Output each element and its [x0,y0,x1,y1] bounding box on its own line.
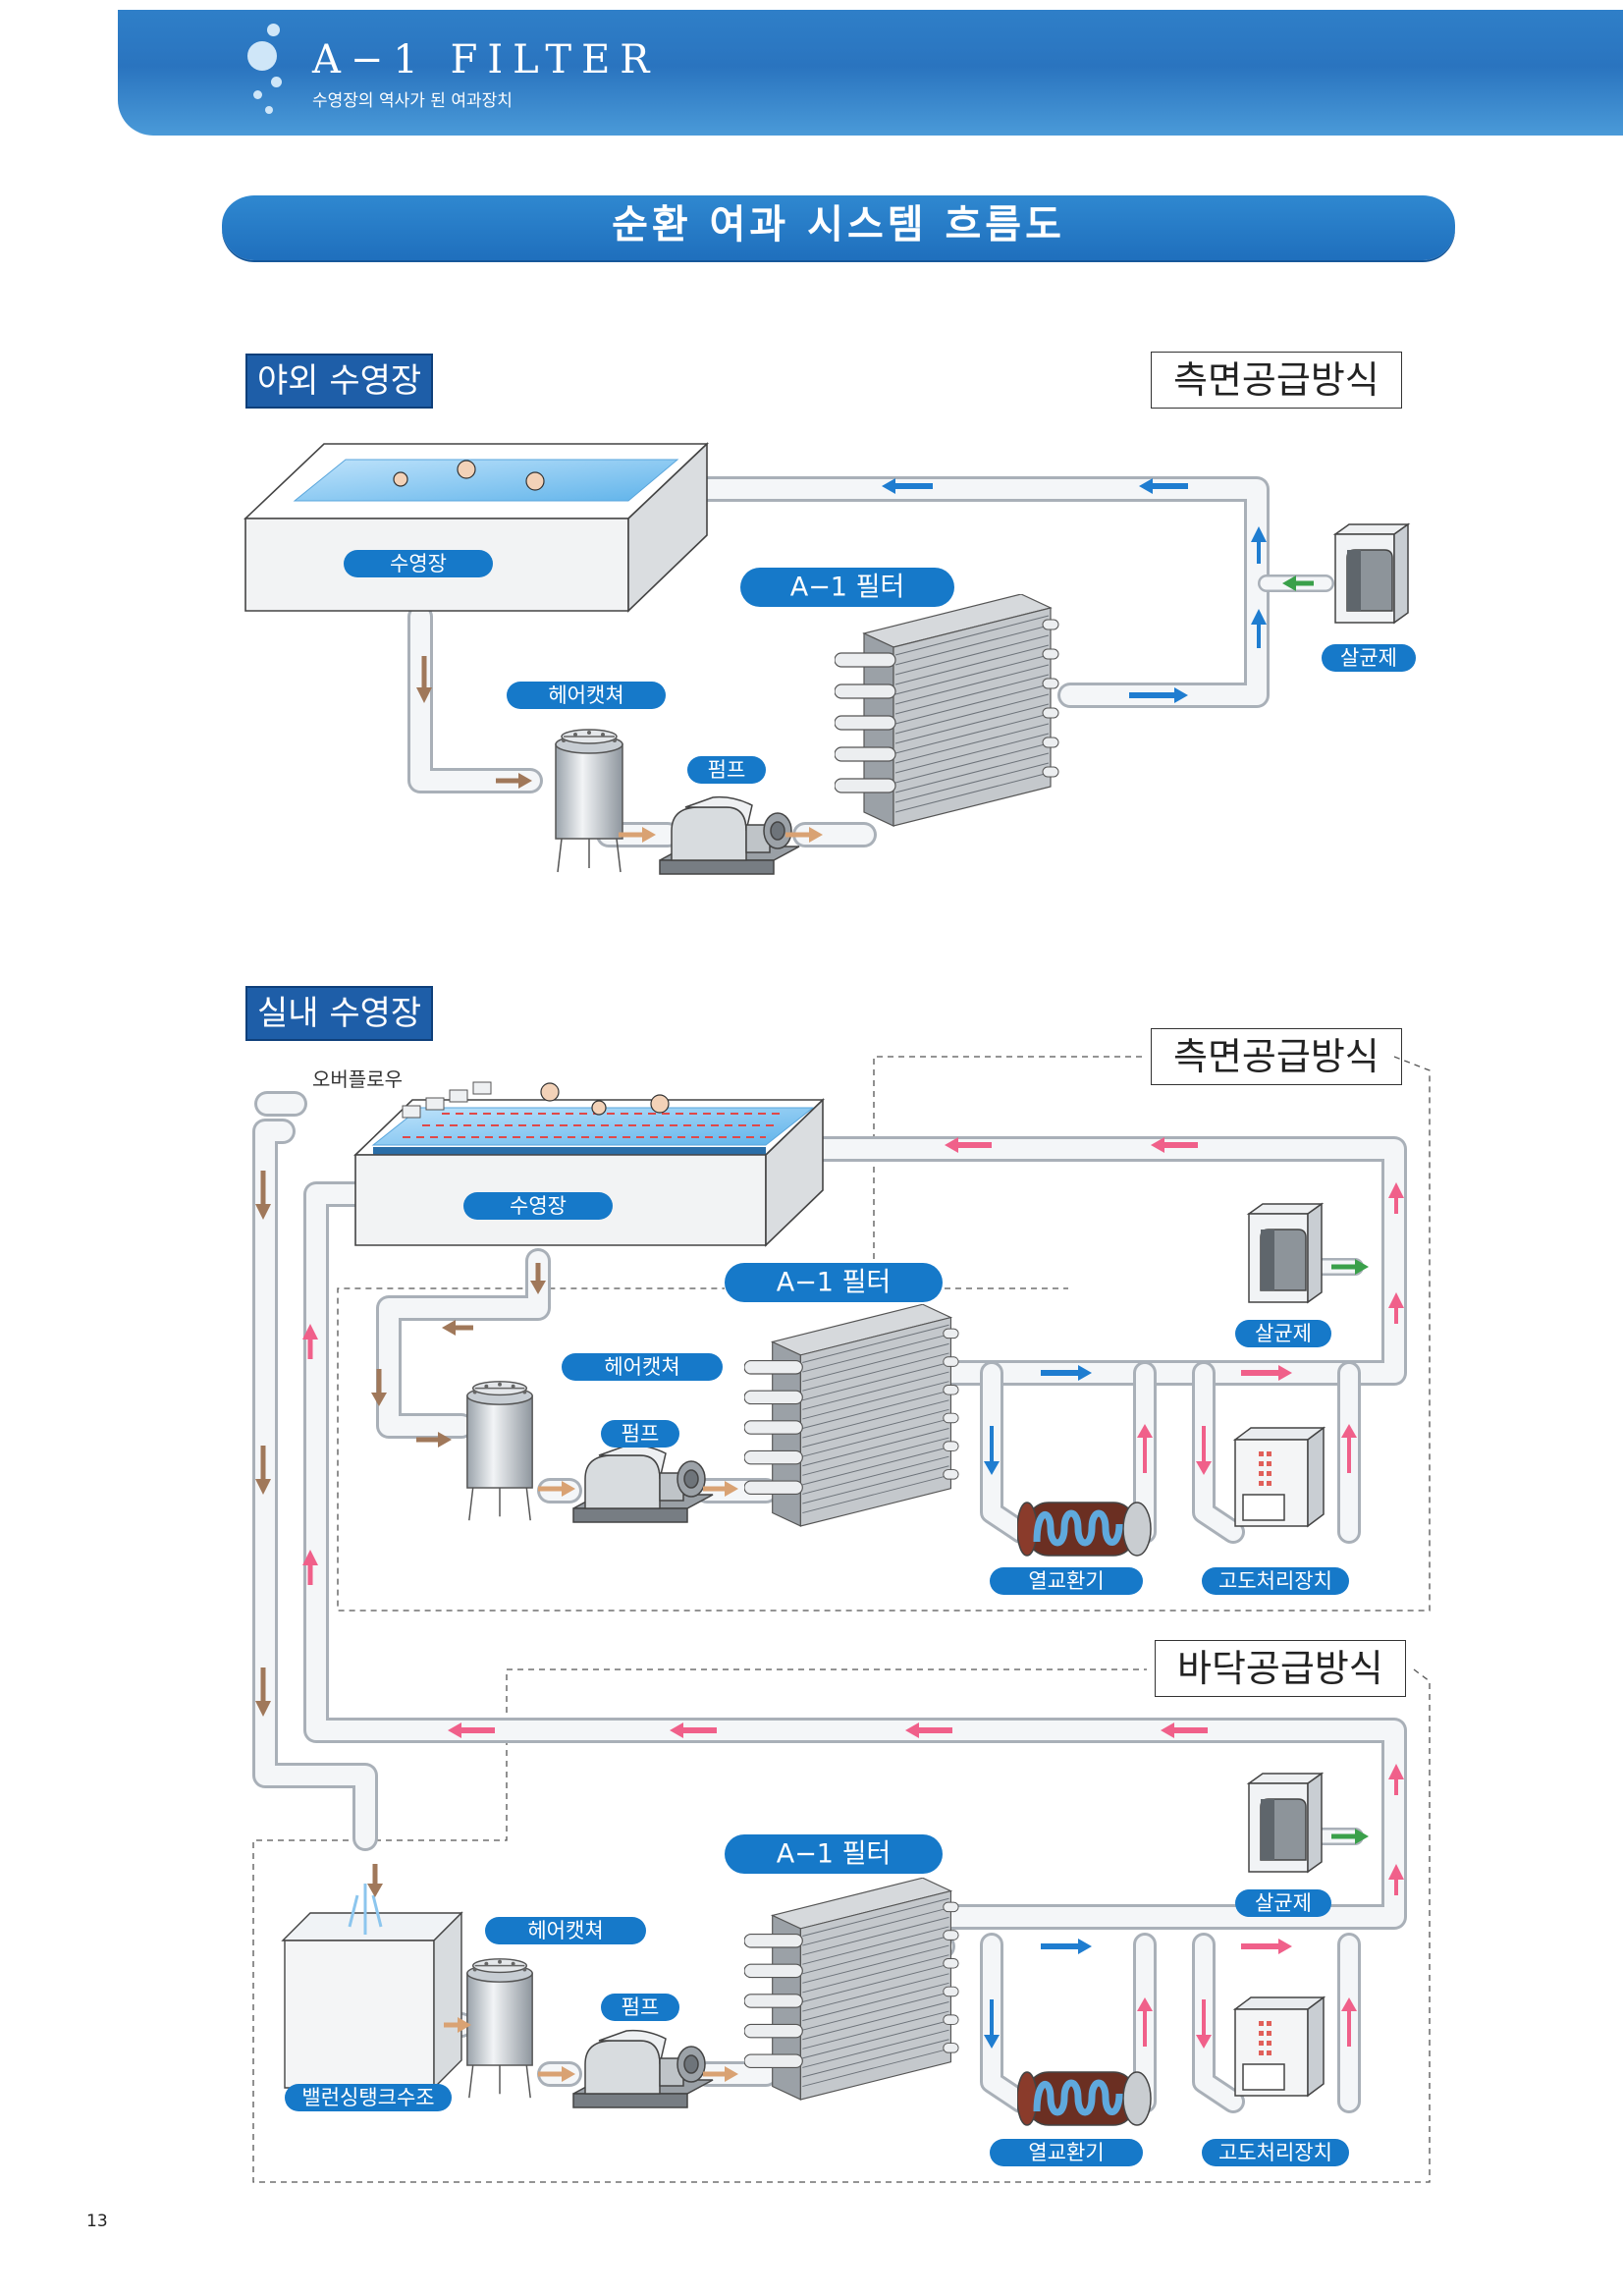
indoor-advanced-treatment-label-2: 고도처리장치 [1218,2141,1332,2164]
indoor-heat-exchanger-label-pill-2: 열교환기 [990,2139,1143,2166]
indoor-filter-stack-icon [744,1304,959,1527]
outdoor-filter-stack-icon [835,594,1059,827]
indoor-section-title: 실내 수영장 [245,986,434,1041]
overflow-label: 오버플로우 [312,1067,403,1091]
indoor-pool [353,1081,825,1247]
indoor-floor-mode-badge: 바닥공급방식 [1155,1640,1406,1697]
indoor-heat-exchanger-label-2: 열교환기 [1028,2141,1104,2164]
outdoor-sterilizer-icon [1334,523,1409,624]
indoor-dashed-regions [252,1056,1431,2183]
overflow-gutters-icon [402,1081,492,1119]
indoor-sterilizer-icon [1248,1203,1323,1303]
indoor-sterilizer-label-pill-2: 살균제 [1235,1889,1331,1917]
indoor-filter-label: A−1 필터 [777,1268,892,1298]
indoor-advanced-treatment-icon [1234,1427,1325,1527]
indoor-filter-label-2: A−1 필터 [777,1839,892,1870]
indoor-heat-exchanger-icon [1017,1503,1151,1556]
outdoor-flow-arrows [416,478,1314,843]
indoor-sterilizer-icon-2 [1248,1773,1323,1873]
indoor-hair-catcher-icon [466,1381,533,1521]
indoor-heat-exchanger-label: 열교환기 [1028,1569,1104,1593]
swimmer-icons [540,1082,670,1116]
page-number: 13 [86,2212,108,2231]
balancing-tank-label-pill: 밸런싱탱크수조 [285,2084,452,2111]
outdoor-hair-catcher-icon [555,729,623,873]
outdoor-hair-catcher-label: 헤어캣쳐 [548,683,623,707]
header-band [118,10,1623,136]
indoor-advanced-treatment-label: 고도처리장치 [1218,1569,1332,1593]
indoor-hair-catcher-label: 헤어캣쳐 [604,1355,679,1379]
indoor-filter-stack-icon-2 [744,1878,959,2101]
main-title-bar [222,192,1455,260]
outdoor-filter-label: A−1 필터 [790,573,905,603]
swimmer-icons [393,460,545,491]
indoor-side-mode-badge: 측면공급방식 [1151,1028,1402,1085]
outdoor-pump-label-pill: 펌프 [687,756,766,784]
indoor-pool-label-pill: 수영장 [463,1192,613,1220]
indoor-pump-label: 펌프 [622,1422,660,1446]
indoor-heat-exchanger-icon-2 [1017,2072,1151,2125]
header-subtitle: 수영장의 역사가 된 여과장치 [312,91,513,111]
outdoor-hair-catcher-label-pill: 헤어캣쳐 [507,682,666,709]
balancing-tank [281,1884,463,2090]
indoor-sterilizer-label-pill: 살균제 [1235,1320,1331,1347]
indoor-pump-label-pill: 펌프 [601,1420,679,1448]
outdoor-mode-badge: 측면공급방식 [1151,352,1402,409]
indoor-pump-icon [572,1444,714,1523]
outdoor-sterilizer-label: 살균제 [1340,646,1397,670]
outdoor-pool-label: 수영장 [390,552,447,575]
indoor-pump-label-pill-2: 펌프 [601,1994,679,2021]
indoor-filter-label-pill: A−1 필터 [725,1263,943,1302]
outdoor-pump-label: 펌프 [708,758,746,782]
indoor-hair-catcher-icon-2 [466,1958,533,2099]
indoor-sterilizer-label: 살균제 [1255,1322,1312,1345]
main-title: 순환 여과 시스템 흐름도 [612,202,1065,247]
header-title: A−1 FILTER [312,37,660,82]
indoor-flow-arrows [255,1137,1404,2082]
outdoor-pool-label-pill: 수영장 [344,550,493,577]
outdoor-pump-icon [659,795,800,875]
indoor-filter-label-pill-2: A−1 필터 [725,1834,943,1874]
indoor-hair-catcher-label-2: 헤어캣쳐 [527,1919,603,1942]
indoor-pool-label: 수영장 [510,1194,567,1218]
outdoor-section-title: 야외 수영장 [245,354,434,409]
indoor-advanced-treatment-icon-2 [1234,1996,1325,2097]
indoor-pump-icon-2 [572,2029,714,2108]
header-dots [240,22,298,120]
balancing-tank-label: 밸런싱탱크수조 [301,2086,434,2109]
outdoor-sterilizer-label-pill: 살균제 [1322,644,1416,672]
outdoor-pool [243,442,710,613]
outdoor-filter-label-pill: A−1 필터 [740,568,954,607]
indoor-hair-catcher-label-pill-2: 헤어캣쳐 [485,1917,646,1944]
indoor-advanced-treatment-label-pill-2: 고도처리장치 [1202,2139,1349,2166]
indoor-advanced-treatment-label-pill: 고도처리장치 [1202,1567,1349,1595]
indoor-sterilizer-label-2: 살균제 [1255,1891,1312,1915]
indoor-hair-catcher-label-pill: 헤어캣쳐 [562,1353,723,1381]
indoor-pump-label-2: 펌프 [622,1995,660,2019]
indoor-heat-exchanger-label-pill: 열교환기 [990,1567,1143,1595]
